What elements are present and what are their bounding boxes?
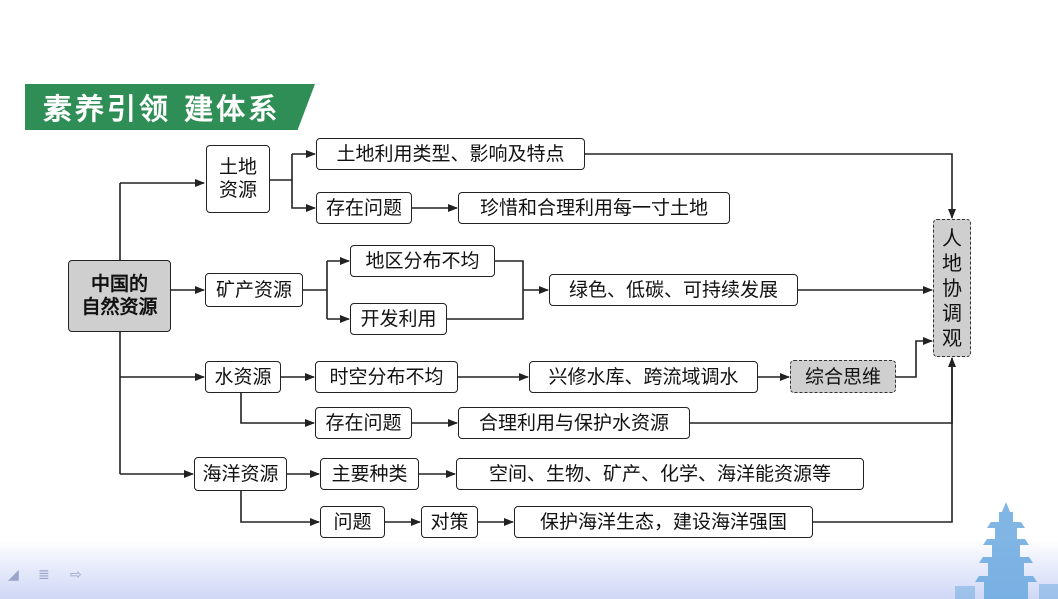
ocean-problems-node: 问题 [320, 506, 385, 538]
ocean-countermeasure-node: 对策 [421, 506, 478, 538]
human-land-harmony-node: 人 地 协 调 观 [933, 219, 971, 357]
outcome-char: 观 [942, 325, 962, 350]
menu-icon[interactable]: ≣ [38, 567, 50, 583]
pagoda-icon [955, 502, 1058, 599]
root-line1: 中国的 [90, 273, 148, 295]
ocean-measure-node: 保护海洋生态，建设海洋强国 [514, 506, 813, 538]
water-resource-node: 水资源 [205, 361, 281, 393]
water-engineering-node: 兴修水库、跨流域调水 [529, 361, 758, 393]
ocean-resource-node: 海洋资源 [194, 457, 287, 491]
ocean-types-node: 主要种类 [320, 458, 419, 490]
water-problems-node: 存在问题 [315, 407, 412, 439]
land-use-types-node: 土地利用类型、影响及特点 [316, 138, 585, 170]
mineral-distribution-node: 地区分布不均 [350, 245, 495, 277]
outcome-char: 人 [942, 225, 962, 250]
water-measure-node: 合理利用与保护水资源 [458, 407, 690, 439]
outcome-char: 调 [942, 300, 962, 325]
footer-band [0, 540, 1058, 599]
root-line2: 自然资源 [81, 296, 158, 318]
ocean-type-list-node: 空间、生物、矿产、化学、海洋能资源等 [456, 458, 864, 490]
outcome-char: 地 [942, 250, 962, 275]
root-node: 中国的 自然资源 [68, 260, 171, 332]
land-resource-node: 土地 资源 [206, 145, 270, 213]
mineral-goal-node: 绿色、低碳、可持续发展 [549, 274, 798, 306]
page-title: 素养引领 建体系 [43, 92, 281, 126]
land-label-line2: 资源 [218, 179, 257, 201]
prev-slide-icon[interactable]: ◢ [8, 567, 19, 583]
outcome-char: 协 [942, 275, 962, 300]
comprehensive-thinking-node: 综合思维 [790, 360, 896, 393]
mineral-development-node: 开发利用 [350, 303, 447, 335]
mineral-resource-node: 矿产资源 [205, 273, 303, 307]
water-distribution-node: 时空分布不均 [315, 361, 458, 393]
land-label-line1: 土地 [218, 156, 257, 178]
land-problems-node: 存在问题 [316, 192, 412, 224]
title-banner: 素养引领 建体系 [25, 84, 315, 130]
next-slide-icon[interactable]: ⇨ [70, 567, 82, 583]
land-measure-node: 珍惜和合理利用每一寸土地 [458, 192, 730, 224]
